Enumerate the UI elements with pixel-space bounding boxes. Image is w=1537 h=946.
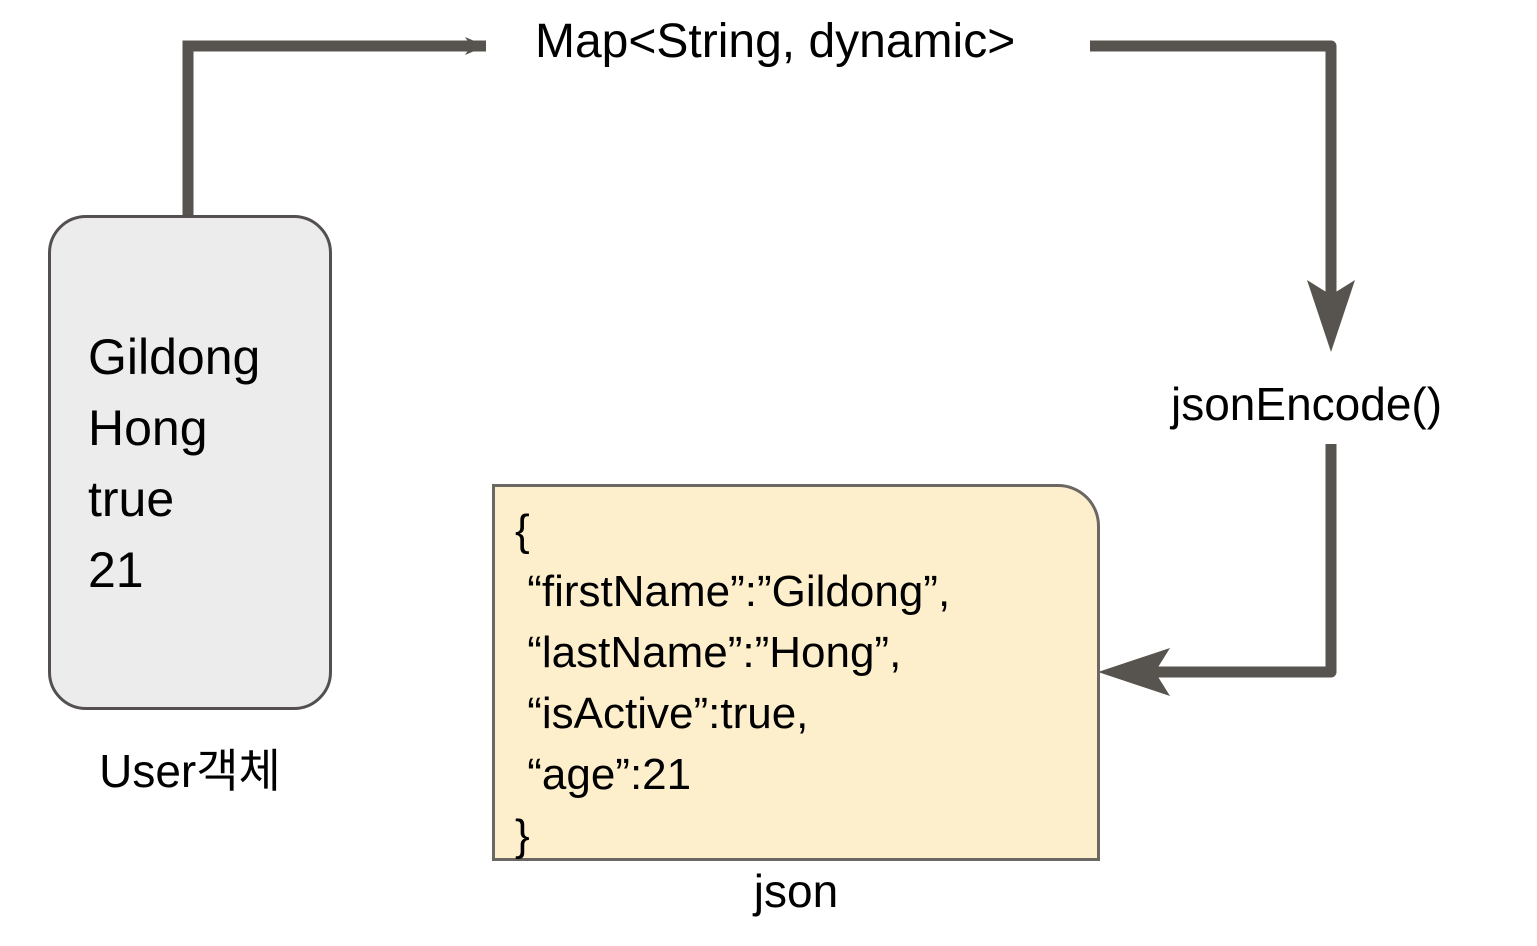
json-encode-label: jsonEncode()	[1171, 378, 1443, 430]
user-object-caption: User객체	[99, 745, 281, 797]
user-object-fields: Gildong Hong true 21	[88, 329, 261, 598]
edge-user-to-map	[182, 37, 486, 218]
edge-jsonencode-to-json	[1098, 444, 1337, 696]
map-type-label: Map<String, dynamic>	[535, 15, 1016, 68]
json-note-caption: json	[753, 865, 839, 917]
json-note-content: { “firstName”:”Gildong”, “lastName”:”Hon…	[515, 506, 951, 860]
user-object-box[interactable]	[48, 215, 332, 710]
json-note-box[interactable]	[492, 484, 1100, 861]
edge-map-to-jsonencode	[1090, 40, 1355, 352]
